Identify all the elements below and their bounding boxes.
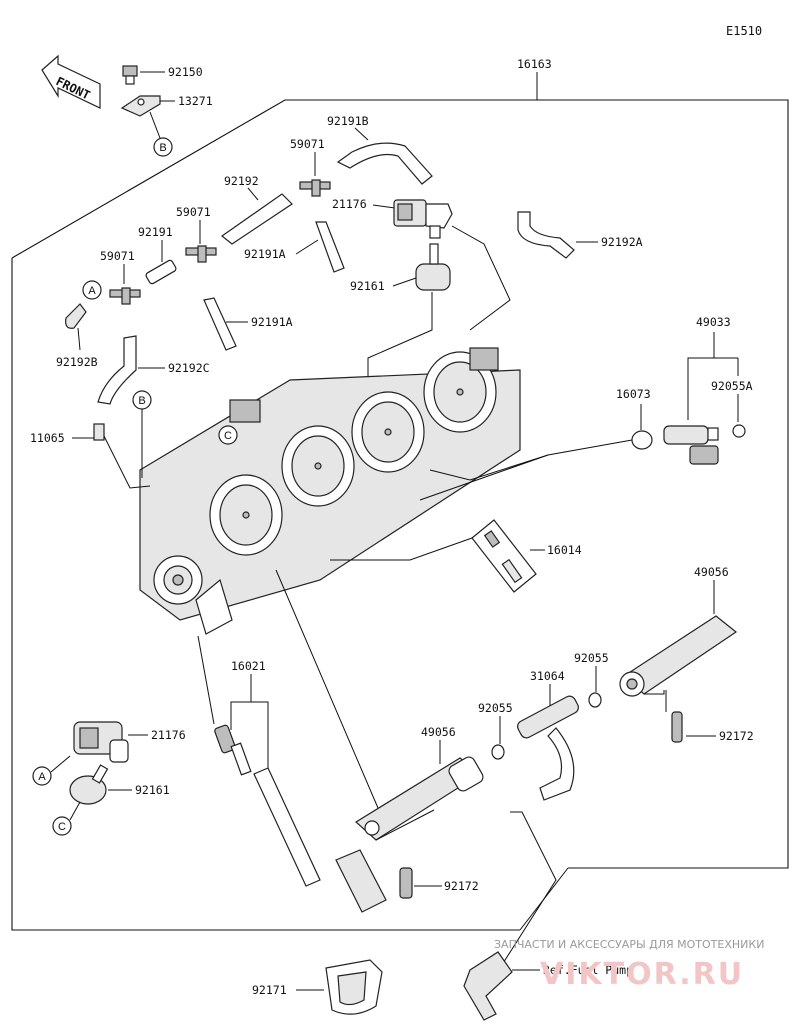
throttle-bore-3 (351, 391, 425, 473)
ref-note: Ref.Fuel Pump (543, 963, 633, 977)
label-59071-a: 59071 (290, 137, 325, 151)
fuel-pump-fitting (463, 951, 513, 1021)
map-sensor-21176-b (73, 721, 129, 763)
clamp-92171 (325, 959, 383, 1015)
hose-92191B (336, 142, 433, 185)
label-21176-b: 21176 (151, 728, 186, 742)
screw-92172-b (399, 867, 413, 899)
label-16021: 16021 (231, 659, 266, 673)
idle-screw-16021 (214, 724, 252, 776)
label-92191A-a: 92191A (244, 247, 286, 261)
figure-code: E1510 (726, 24, 762, 38)
label-92161-a: 92161 (350, 279, 385, 293)
t-fitting-59071-a (299, 179, 331, 197)
cap-92192B (65, 303, 87, 329)
t-fitting-59071-b (185, 245, 217, 263)
label-92191B: 92191B (327, 114, 369, 128)
hose-92192C (97, 335, 137, 405)
label-92150: 92150 (168, 65, 203, 79)
label-21176-a: 21176 (332, 197, 367, 211)
label-49033: 49033 (696, 315, 731, 329)
label-92192B: 92192B (56, 355, 98, 369)
throttle-body-assembly (139, 347, 521, 635)
throttle-bore-1 (209, 474, 283, 556)
label-16073: 16073 (616, 387, 651, 401)
throttle-pulley (153, 555, 203, 605)
label-92191: 92191 (138, 225, 173, 239)
joint-31064 (517, 695, 579, 801)
label-92192A: 92192A (601, 235, 643, 249)
svg-text:A: A (38, 771, 46, 783)
o-ring-92055-a (491, 744, 505, 760)
screw-92172-a (671, 711, 683, 743)
label-92055-a: 92055 (478, 701, 513, 715)
label-92171: 92171 (252, 983, 287, 997)
holder-92161-a (415, 243, 451, 291)
label-31064: 31064 (530, 669, 565, 683)
cap-11065 (93, 423, 105, 441)
bracket-13271 (120, 95, 161, 117)
callout-c-bottom (52, 816, 72, 836)
label-92191A-b: 92191A (251, 315, 293, 329)
label-92192: 92192 (224, 174, 259, 188)
label-92192C: 92192C (168, 361, 210, 375)
label-59071-c: 59071 (100, 249, 135, 263)
callout-c-mid (218, 425, 238, 445)
label-49056-b: 49056 (694, 565, 729, 579)
watermark: ЗАПЧАСТИ И АКСЕССУАРЫ ДЛЯ МОТОТЕХНИКИ VI… (494, 938, 764, 992)
hose-92191 (145, 259, 177, 285)
fuel-rail-49056-b (619, 615, 738, 697)
label-92055-b: 92055 (574, 651, 609, 665)
injector-49033 (663, 425, 719, 465)
seal-16073 (631, 430, 653, 450)
holder-92161-b (69, 764, 109, 805)
svg-text:A: A (88, 285, 96, 297)
label-92055A: 92055A (711, 379, 753, 393)
hose-92191A-a (315, 221, 345, 273)
o-ring-92055A (732, 424, 746, 438)
callout-a-bottom (32, 766, 52, 786)
callout-b-top (153, 137, 173, 157)
label-16163: 16163 (517, 57, 552, 71)
watermark-tagline: ЗАПЧАСТИ И АКСЕССУАРЫ ДЛЯ МОТОТЕХНИКИ (494, 938, 764, 951)
screw-kit-16014 (471, 519, 537, 593)
label-13271: 13271 (178, 94, 213, 108)
connector-block (229, 399, 261, 423)
o-ring-92055-b (588, 692, 602, 708)
label-49056-a: 49056 (421, 725, 456, 739)
map-sensor-21176-a (393, 199, 453, 239)
sensor-block (469, 347, 499, 371)
throttle-bore-2 (281, 425, 355, 507)
bolt-92150 (122, 65, 138, 85)
hose-92191A-b (203, 297, 237, 351)
t-fitting-59071-c (109, 287, 141, 305)
label-11065: 11065 (30, 431, 65, 445)
front-arrow-icon: FRONT (41, 54, 101, 109)
callout-a-top (82, 280, 102, 300)
fuel-rail-49056-a (355, 756, 484, 841)
svg-text:C: C (58, 821, 66, 833)
hose-92192 (220, 193, 293, 245)
hose-92192A (517, 211, 575, 259)
svg-text:C: C (224, 430, 232, 442)
throttle-bore-4 (423, 351, 497, 433)
label-92172-b: 92172 (444, 879, 479, 893)
label-92161-b: 92161 (135, 783, 170, 797)
throttle-lever (195, 578, 233, 635)
label-59071-b: 59071 (176, 205, 211, 219)
svg-text:B: B (138, 395, 145, 407)
label-92172-a: 92172 (719, 729, 754, 743)
label-16014: 16014 (547, 543, 582, 557)
svg-text:B: B (159, 142, 166, 154)
cable-rod (253, 767, 387, 913)
watermark-brand: VIKTOR.RU (540, 957, 744, 992)
